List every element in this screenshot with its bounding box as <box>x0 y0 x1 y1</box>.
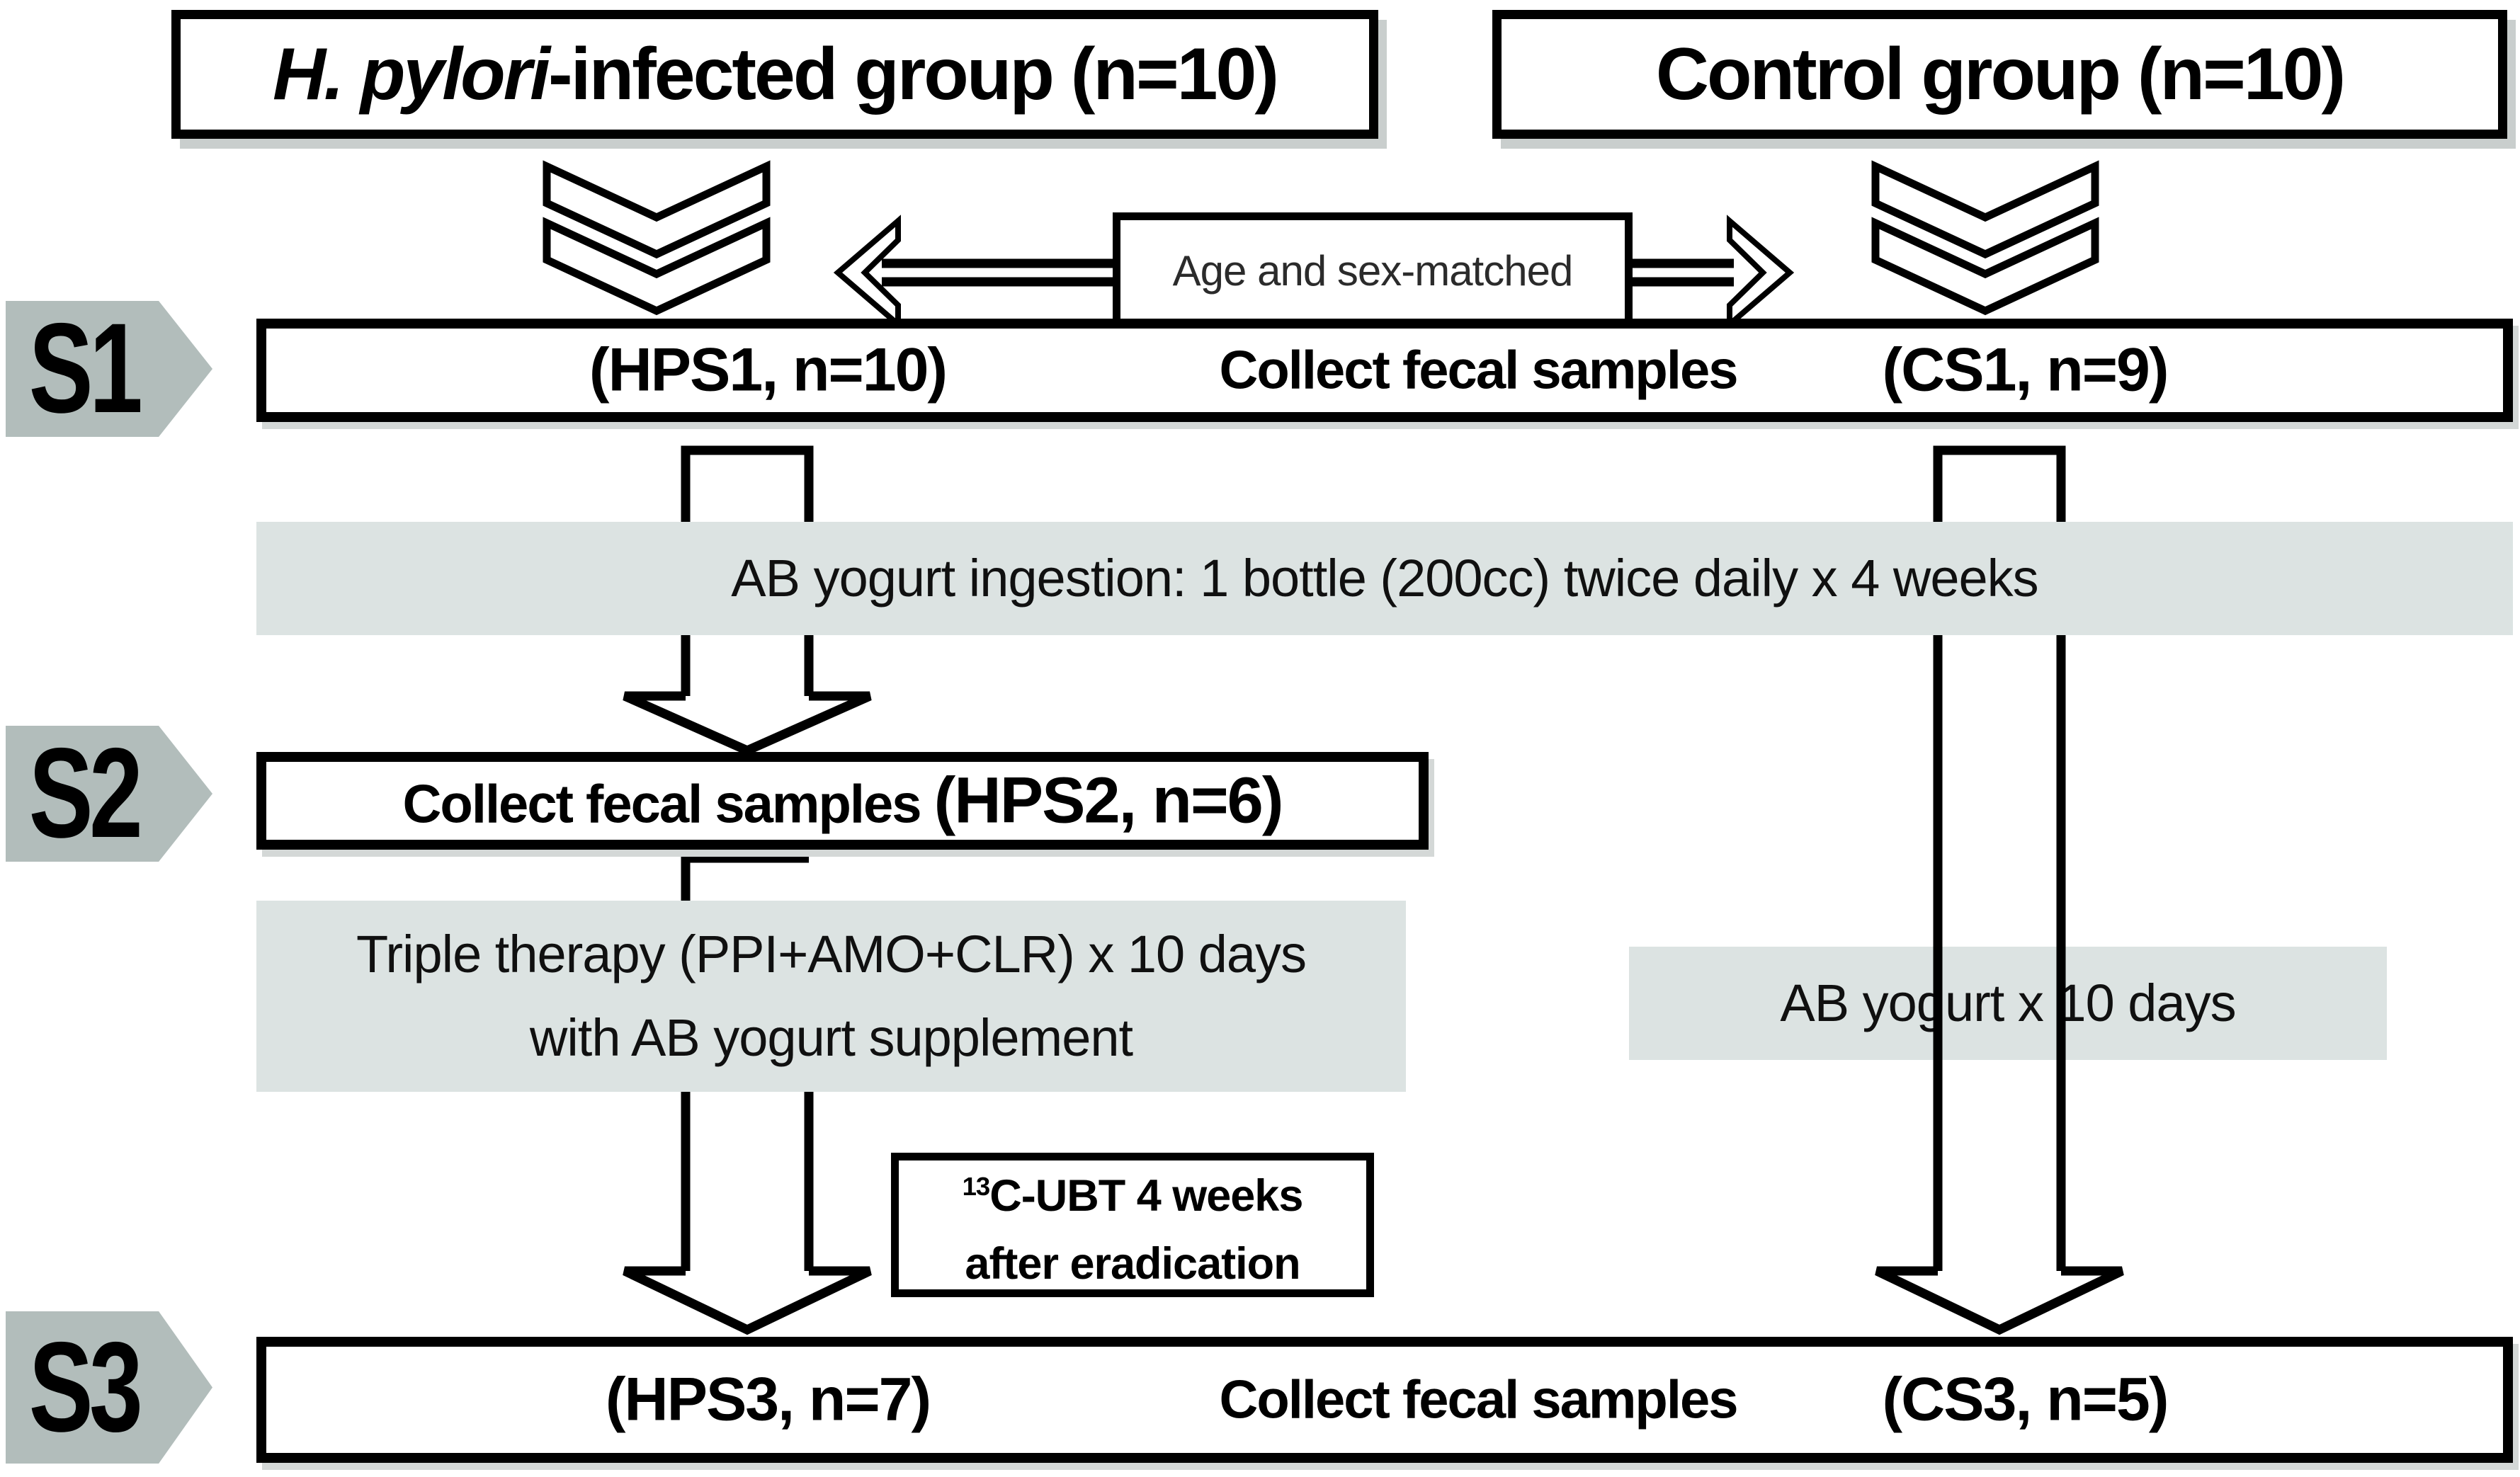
group-box-hpylori-label: H. pylori-infected group (n=10) <box>272 33 1279 117</box>
match-box: Age and sex-matched <box>1113 212 1633 329</box>
banner-ab-yogurt-10days: AB yogurt x 10 days <box>1629 947 2387 1060</box>
s1-left-label: (HPS1, n=10) <box>589 336 948 404</box>
ubt-superscript: 13 <box>962 1171 991 1201</box>
hollow-arrow-down-icon <box>1875 635 2124 1335</box>
stage-box-s3: (HPS3, n=7) Collect fecal samples (CS3, … <box>256 1337 2513 1463</box>
s3-right-label: (CS3, n=5) <box>1882 1365 2169 1434</box>
hollow-arrow-down-icon <box>623 1092 872 1335</box>
double-line-arrow-left-icon <box>833 215 1113 331</box>
banner-triple-therapy: Triple therapy (PPI+AMO+CLR) x 10 days w… <box>256 901 1406 1092</box>
s3-center-label: Collect fecal samples <box>1219 1369 1738 1430</box>
banner-triple-therapy-line2: with AB yogurt supplement <box>529 1008 1133 1067</box>
match-box-label: Age and sex-matched <box>1172 246 1574 295</box>
chevron-double-down-icon <box>1871 160 2099 316</box>
stage-tag-s3-label: S3 <box>29 1316 143 1459</box>
group-control-label: Control group (n=10) <box>1655 33 2346 115</box>
ubt-note-box: 13C-UBT 4 weeks after eradication <box>891 1153 1374 1297</box>
s2-label-id: (HPS2, n=6) <box>933 764 1284 837</box>
hollow-arrow-down-icon <box>623 635 872 756</box>
stage-tag-s1-label: S1 <box>29 297 143 440</box>
banner-ab-yogurt-ingestion: AB yogurt ingestion: 1 bottle (200cc) tw… <box>256 522 2513 635</box>
stage-tag-s3: S3 <box>6 1311 212 1464</box>
bracket-connector <box>1933 445 2066 522</box>
stage-box-s1: (HPS1, n=10) Collect fecal samples (CS1,… <box>256 319 2513 422</box>
stage-tag-s2-label: S2 <box>29 722 143 865</box>
s1-right-label: (CS1, n=9) <box>1882 336 2169 404</box>
group-hpylori-italic-text: H. pylori <box>272 33 550 115</box>
s1-center-label: Collect fecal samples <box>1219 340 1738 401</box>
ubt-line2: after eradication <box>965 1238 1300 1289</box>
double-line-arrow-right-icon <box>1633 215 1795 331</box>
banner-ab-yogurt-ingestion-text: AB yogurt ingestion: 1 bottle (200cc) tw… <box>731 549 2038 608</box>
group-box-control: Control group (n=10) <box>1492 10 2507 139</box>
bracket-connector <box>681 445 814 522</box>
banner-triple-therapy-line1: Triple therapy (PPI+AMO+CLR) x 10 days <box>356 925 1307 983</box>
group-hpylori-rest-text: -infected group (n=10) <box>548 33 1279 115</box>
s3-left-label: (HPS3, n=7) <box>605 1365 931 1434</box>
bracket-connector <box>681 853 809 901</box>
s2-label: Collect fecal samples (HPS2, n=6) <box>402 764 1284 838</box>
stage-box-s2: Collect fecal samples (HPS2, n=6) <box>256 752 1429 850</box>
group-box-hpylori: H. pylori-infected group (n=10) <box>171 10 1378 139</box>
ubt-line1: 13C-UBT 4 weeks <box>962 1153 1304 1230</box>
ubt-line1-text: C-UBT 4 weeks <box>989 1170 1303 1221</box>
s2-label-text: Collect fecal samples <box>402 774 934 835</box>
banner-ab-yogurt-10days-text: AB yogurt x 10 days <box>1780 974 2236 1032</box>
chevron-double-down-icon <box>543 160 771 316</box>
